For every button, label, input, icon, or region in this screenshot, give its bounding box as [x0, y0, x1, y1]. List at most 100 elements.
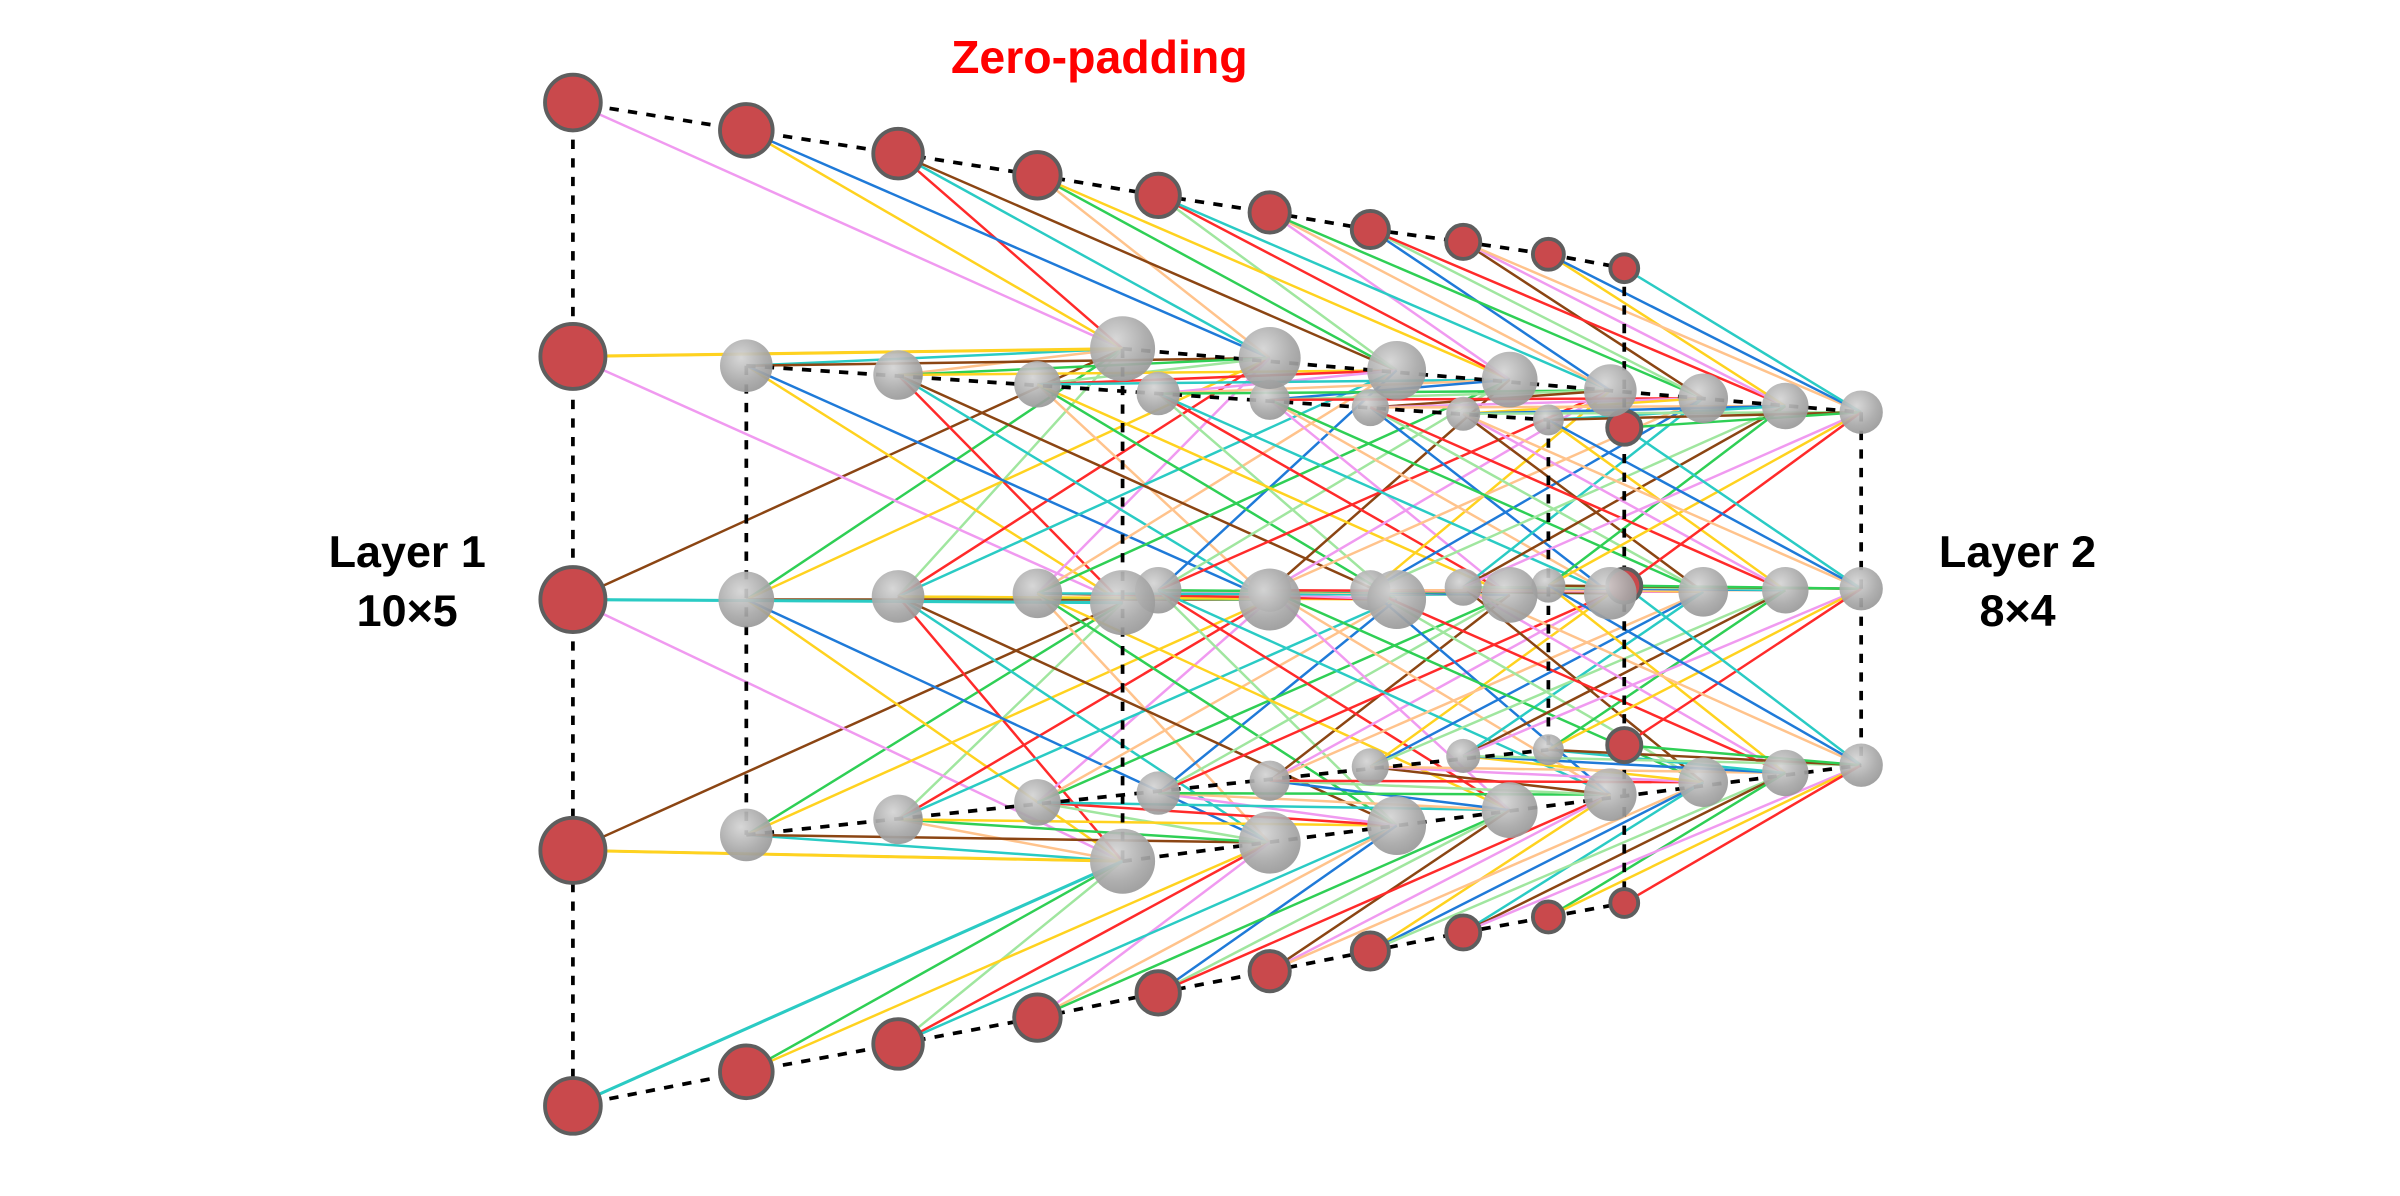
connection-line: [1369, 781, 1704, 953]
connection-line: [1462, 590, 1704, 757]
connection-line: [1268, 398, 1511, 596]
connection-line: [897, 595, 1271, 844]
layer1-neuron: [1014, 361, 1061, 408]
connection-line: [1547, 764, 1862, 919]
padding-neuron: [538, 565, 608, 634]
layer2-neuron: [1090, 316, 1156, 382]
connection-line: [1369, 589, 1786, 775]
layer2-neuron: [1762, 749, 1809, 797]
connection-line: [1369, 406, 1704, 593]
connection-line: [897, 824, 1398, 1046]
connection-line: [572, 601, 1124, 852]
connection-line: [1462, 587, 1862, 758]
connection-line: [897, 356, 1271, 598]
connection-line: [1369, 389, 1612, 592]
connection-line: [1369, 589, 1704, 784]
layer1-neuron: [1446, 396, 1481, 431]
layer1-name-label: Layer 1: [329, 526, 486, 577]
connection-line: [1547, 405, 1787, 587]
connection-line: [897, 152, 1398, 372]
connection-line: [745, 364, 1124, 604]
connection-line: [897, 818, 1270, 844]
connection-line: [1623, 411, 1862, 587]
layer2-neuron: [1839, 743, 1883, 787]
connection-line: [746, 833, 1123, 863]
connection-line: [1462, 781, 1704, 934]
padding-neuron: [1134, 969, 1182, 1017]
connection-line: [1547, 418, 1787, 592]
connection-line: [1462, 412, 1704, 593]
zero-padding-label: Zero-padding: [951, 31, 1248, 83]
connection-line: [898, 369, 1397, 377]
connection-line: [1369, 793, 1611, 953]
layer2-name-label: Layer 2: [1939, 526, 2096, 577]
padding-neuron: [543, 1076, 603, 1136]
padding-neuron: [1530, 899, 1566, 935]
connection-line: [1269, 779, 1611, 796]
layer2-frame-edge: [1122, 346, 1862, 415]
connection-line: [1157, 392, 1511, 596]
padding-neuron: [1134, 171, 1182, 220]
connection-line: [1623, 587, 1862, 747]
layer2-neuron: [1678, 757, 1728, 808]
connection-line: [1462, 589, 1786, 758]
connection-line: [1268, 589, 1511, 812]
connection-line: [1462, 586, 1862, 767]
padding-neuron: [718, 1043, 775, 1101]
layer2-neuron: [1090, 570, 1156, 636]
connection-line: [1370, 397, 1704, 409]
connection-line: [1623, 764, 1862, 905]
layer1-neuron: [718, 571, 775, 628]
connection-line: [1462, 412, 1786, 592]
connection-line: [1157, 392, 1398, 601]
connection-line: [1036, 383, 1398, 601]
connection-line: [1157, 194, 1511, 381]
connection-line: [897, 595, 1124, 863]
layer2-neuron: [1367, 340, 1427, 400]
layer2-neuron: [1678, 373, 1728, 424]
connection-line: [897, 601, 1124, 821]
connection-line: [1036, 378, 1511, 595]
layer2-neuron: [1839, 390, 1883, 434]
connection-line: [1463, 754, 1786, 775]
padding-neuron: [1349, 208, 1391, 250]
connection-line: [1158, 791, 1510, 812]
connection-line: [745, 601, 1124, 836]
connection-line: [1157, 809, 1511, 994]
connection-line: [1157, 793, 1611, 994]
connection-line: [1369, 228, 1704, 400]
layer2-neuron: [1238, 568, 1301, 631]
connection-line: [897, 598, 1398, 821]
connection-line: [1268, 593, 1511, 782]
padding-neuron: [1530, 236, 1566, 272]
layer2-neuron: [1090, 828, 1156, 894]
connection-line: [1547, 411, 1862, 587]
padding-neuron: [1012, 992, 1063, 1043]
layer2-neuron: [1481, 782, 1538, 838]
connection-line: [745, 841, 1271, 1073]
connection-line: [1369, 589, 1786, 768]
connection-line: [1036, 174, 1511, 381]
padding-neuron: [1608, 887, 1641, 919]
connection-line: [1462, 412, 1862, 590]
connection-line: [1624, 410, 1862, 429]
connection-line: [745, 860, 1124, 1073]
layer1-frame-edge: [1462, 915, 1549, 935]
connection-line: [745, 347, 1124, 601]
connection-line: [1157, 824, 1398, 994]
connection-line: [745, 364, 1271, 601]
layer1-dims-label: 10×5: [357, 585, 458, 636]
connection-line: [1036, 383, 1271, 601]
layer2-neuron: [1367, 796, 1427, 856]
connection-line: [1623, 584, 1862, 767]
connection-line: [1036, 824, 1398, 1019]
connection-line: [897, 152, 1124, 350]
connection-line: [1269, 779, 1704, 784]
connection-line: [745, 356, 1271, 601]
layer2-neuron: [1762, 567, 1809, 614]
connection-line: [1036, 841, 1271, 1019]
connection-line: [745, 598, 1271, 844]
connection-line: [1158, 791, 1611, 796]
padding-neuron: [1608, 252, 1641, 285]
